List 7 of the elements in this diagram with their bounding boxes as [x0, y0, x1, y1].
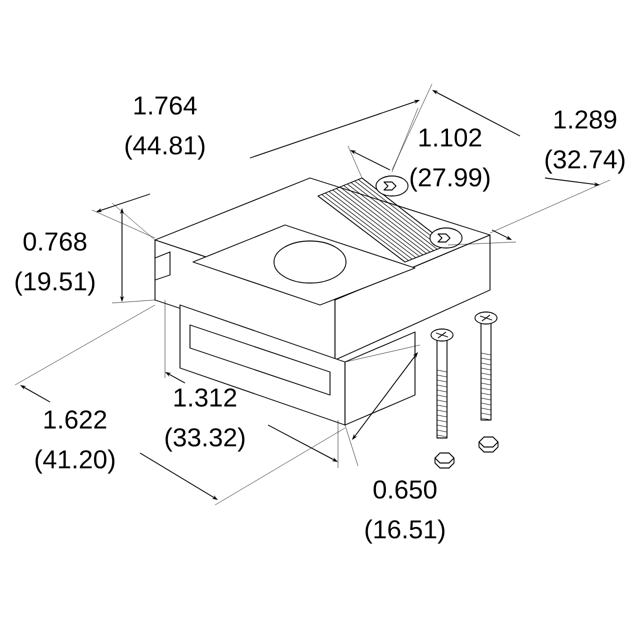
dimension-label: 1.622 (41.20) — [36, 410, 114, 474]
dimension-label: 1.764 (44.81) — [126, 96, 204, 160]
dimension-label: 1.102 (27.99) — [410, 128, 490, 192]
dimension-label: 1.312 (33.32) — [166, 388, 244, 452]
dimension-label: 1.289 (32.74) — [546, 110, 624, 174]
dimension-label: 0.650 (16.51) — [366, 480, 444, 544]
dimension-label: 0.768 (19.51) — [16, 232, 94, 296]
